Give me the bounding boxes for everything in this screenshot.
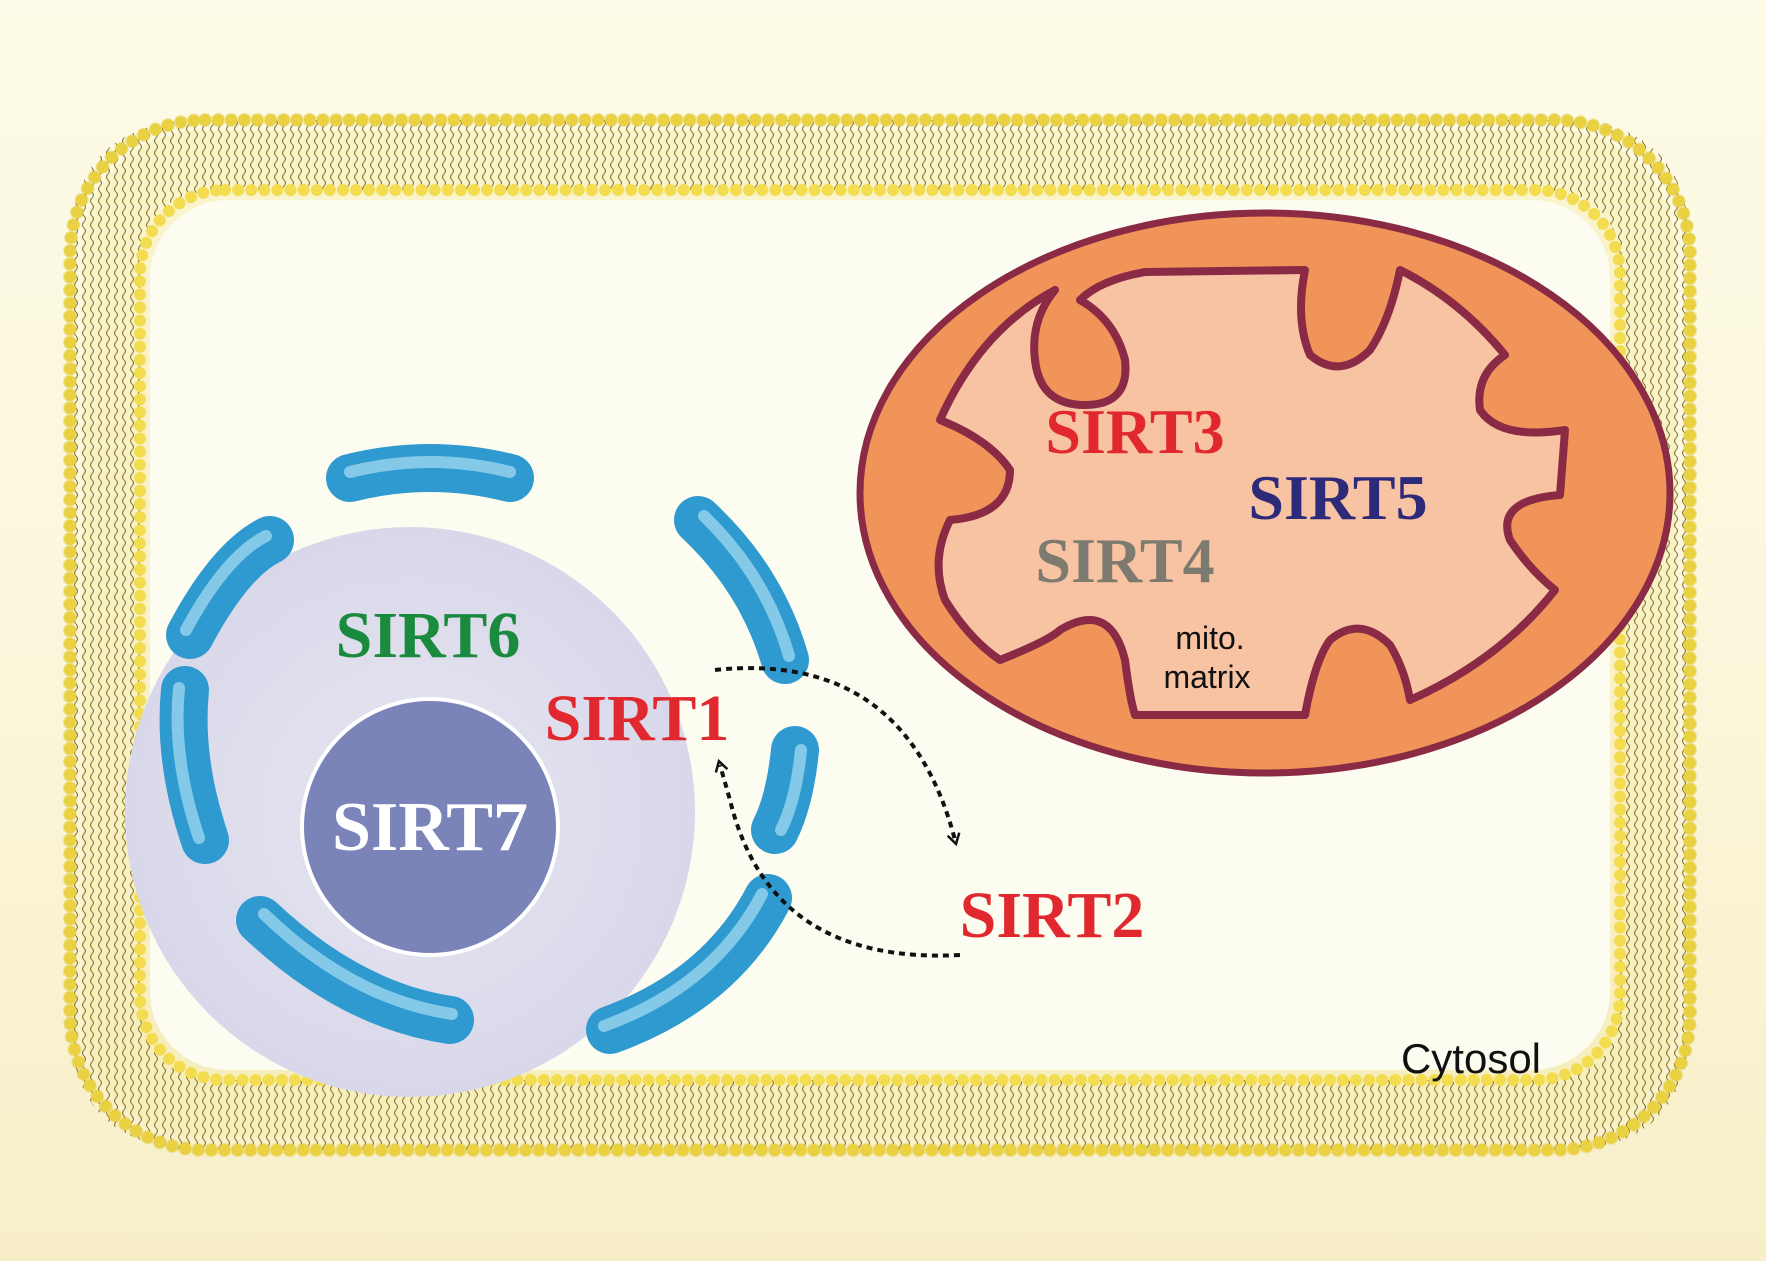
- nucleus-icon: [125, 444, 819, 1097]
- nucleolus-icon: [300, 697, 560, 957]
- sirt3-label: SIRT3: [1045, 396, 1224, 467]
- mito-matrix-label-line1: mito.: [1175, 620, 1244, 656]
- sirt1-label: SIRT1: [545, 682, 730, 755]
- mitochondrion-icon: [856, 209, 1674, 777]
- sirt4-label: SIRT4: [1035, 525, 1214, 596]
- sirt5-label: SIRT5: [1248, 462, 1427, 533]
- mito-matrix-label-line2: matrix: [1163, 659, 1250, 695]
- shuttle-arrow-icon: [715, 666, 960, 958]
- sirt7-label: SIRT7: [332, 789, 528, 866]
- sirt2-label: SIRT2: [960, 879, 1145, 952]
- sirt6-label: SIRT6: [336, 599, 521, 672]
- cytosol-label: Cytosol: [1401, 1035, 1541, 1082]
